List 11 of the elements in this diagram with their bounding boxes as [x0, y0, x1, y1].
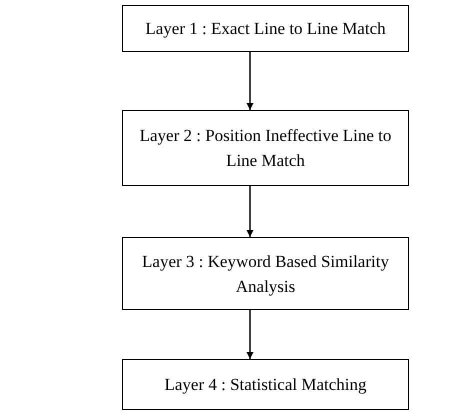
process-box [122, 237, 409, 310]
box-label: Layer 1 : Exact Line to Line Match [145, 18, 386, 40]
process-box [122, 359, 409, 410]
arrow [246, 186, 254, 237]
arrow [246, 310, 254, 359]
process-box [122, 110, 409, 186]
process-box [122, 5, 409, 52]
box-label: Layer 4 : Statistical Matching [164, 374, 367, 396]
box-label: Layer 2 : Position Ineffective Line to Line Match [138, 125, 392, 172]
box-label: Layer 3 : Keyword Based Similarity Analysis [141, 250, 390, 298]
arrow [246, 52, 254, 110]
